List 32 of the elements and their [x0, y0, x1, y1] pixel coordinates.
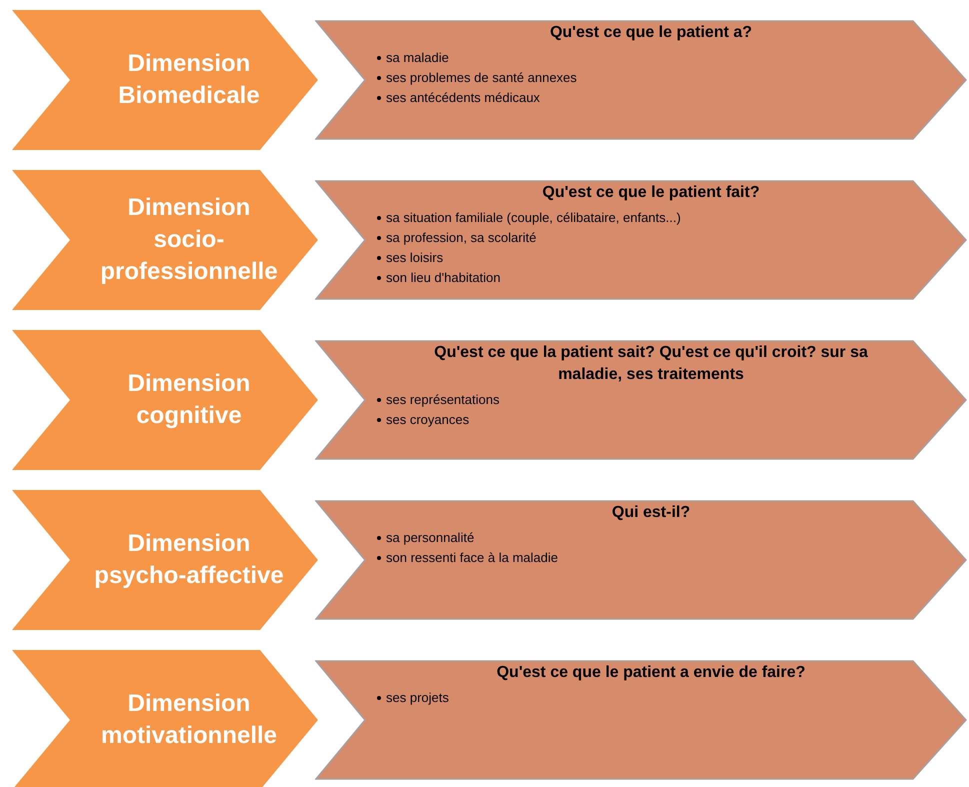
chevron-shape: [315, 340, 967, 460]
question-heading: Qu'est ce que le patient a?: [550, 23, 752, 43]
dimension-label: Dimension socio-professionnelle: [99, 193, 279, 287]
bullet-item: son ressenti face à la maladie: [386, 549, 558, 567]
dimension-label: Dimension motivationnelle: [100, 689, 278, 751]
chevron-shape: [12, 650, 318, 787]
chevron-shape: [315, 660, 967, 780]
bullet-item: sa situation familiale (couple, célibataire, enfants...): [386, 209, 681, 227]
bullet-item: ses antécédents médicaux: [386, 89, 540, 107]
bullet-item: ses projets: [386, 689, 449, 707]
question-heading: Qu'est ce que la patient sait? Qu'est ce qu'il croit? sur sa maladie, ses traitements: [433, 343, 869, 385]
bullet-item: ses croyances: [386, 411, 470, 429]
chevron-shape: [12, 330, 318, 470]
dimension-label: Dimension cognitive: [126, 369, 252, 431]
bullet-item: ses loisirs: [386, 249, 444, 267]
question-heading: Qu'est ce que le patient fait?: [542, 183, 760, 203]
chevron-shape: [315, 500, 967, 620]
chevron-shape: [315, 20, 967, 140]
question-heading: Qui est-il?: [612, 503, 690, 523]
chevron-shape: [12, 10, 318, 150]
chevron-shape: [12, 170, 318, 310]
question-heading: Qu'est ce que le patient a envie de faire?: [496, 663, 806, 683]
dimension-label: Dimension psycho-affective: [94, 529, 284, 591]
bullet-item: son lieu d'habitation: [386, 269, 501, 287]
bullet-item: ses représentations: [386, 391, 500, 409]
chevron-shape: [315, 180, 967, 300]
chevron-shape: [12, 490, 318, 630]
bullet-item: sa personnalité: [386, 529, 474, 547]
bullet-item: sa maladie: [386, 49, 449, 67]
dimension-label: Dimension Biomedicale: [117, 49, 261, 111]
bullet-item: sa profession, sa scolarité: [386, 229, 536, 247]
bullet-item: ses problemes de santé annexes: [386, 69, 577, 87]
